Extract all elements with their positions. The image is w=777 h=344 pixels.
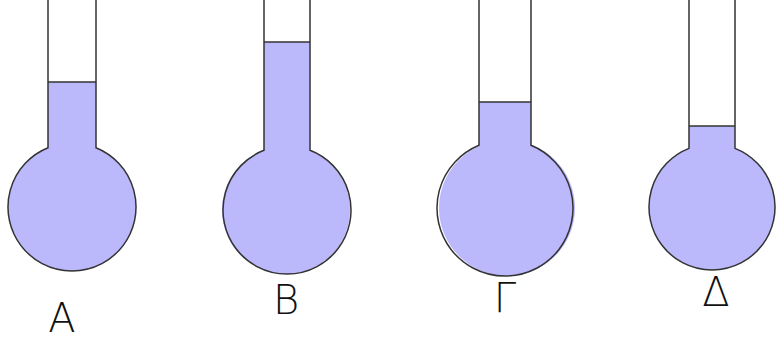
flask-label: B	[273, 280, 299, 320]
flask-a	[8, 0, 136, 271]
flask-gamma	[437, 0, 575, 276]
flask-label: A	[48, 298, 75, 338]
flask-label: Δ	[702, 272, 729, 312]
flask-b	[222, 0, 351, 274]
flask-delta	[649, 0, 775, 270]
flask-label: Γ	[494, 278, 516, 318]
